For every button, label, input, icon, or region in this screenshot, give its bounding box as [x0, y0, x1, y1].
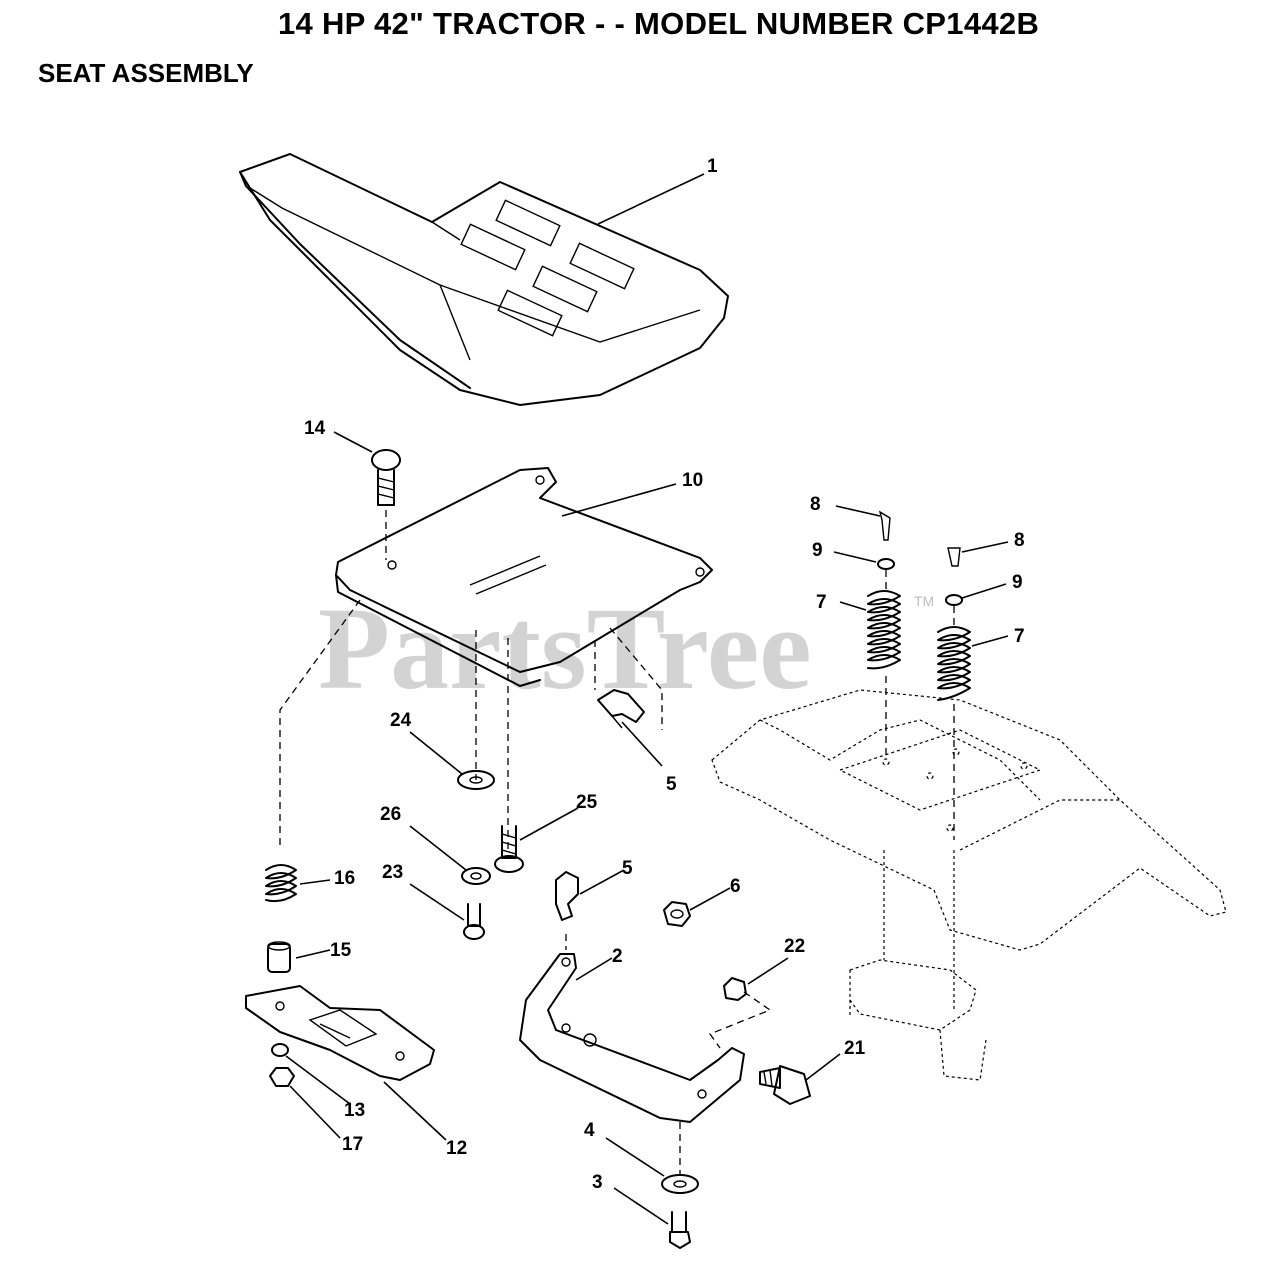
callout-16: 16: [334, 868, 355, 889]
pivot-screw-part[interactable]: [669, 1211, 691, 1249]
spring-washer-part-right[interactable]: [945, 594, 963, 606]
callout-9-left: 9: [812, 540, 823, 561]
callout-24: 24: [390, 710, 412, 731]
page-title: 14 HP 42" TRACTOR - - MODEL NUMBER CP144…: [278, 6, 1040, 41]
pivot-bolt-part[interactable]: [759, 1065, 811, 1105]
callout-7-left: 7: [816, 592, 827, 613]
callout-10: 10: [682, 470, 703, 491]
tractor-frame-reference: [711, 689, 1227, 1081]
lock-washer-part[interactable]: [461, 867, 491, 885]
callout-8-left: 8: [810, 494, 821, 515]
callout-7-right: 7: [1014, 626, 1025, 647]
spring-screw-part-right[interactable]: [947, 547, 961, 567]
callout-4: 4: [584, 1120, 595, 1141]
watermark-text: PartsTree: [318, 583, 812, 714]
callout-2: 2: [612, 946, 623, 967]
seat-spring-part-left[interactable]: [867, 590, 901, 670]
compression-spring-part[interactable]: [265, 864, 297, 903]
lock-nut-part[interactable]: [271, 1043, 289, 1057]
spacer-part[interactable]: [267, 941, 291, 973]
slide-plate-part[interactable]: [245, 985, 435, 1081]
callout-5-upper: 5: [666, 774, 677, 795]
spring-screw-part-left[interactable]: [878, 510, 891, 541]
callout-15: 15: [330, 940, 352, 961]
carriage-bolt-part[interactable]: [371, 449, 401, 506]
callout-25: 25: [576, 792, 598, 813]
callout-3: 3: [592, 1172, 603, 1193]
callout-1: 1: [707, 156, 718, 177]
flange-nut-part[interactable]: [269, 1067, 295, 1087]
callout-23: 23: [382, 862, 403, 883]
pivot-washer-part[interactable]: [661, 1174, 699, 1194]
section-title: SEAT ASSEMBLY: [38, 58, 254, 88]
spring-washer-part-left[interactable]: [877, 558, 895, 570]
callout-9-right: 9: [1012, 572, 1023, 593]
callout-26: 26: [380, 804, 401, 825]
shoulder-bolt-part[interactable]: [494, 825, 524, 873]
seat-part[interactable]: [239, 153, 729, 406]
pivot-bracket-part[interactable]: [519, 953, 745, 1123]
callout-17: 17: [342, 1134, 363, 1155]
flat-washer-part[interactable]: [457, 770, 495, 790]
callout-8-right: 8: [1014, 530, 1025, 551]
callout-21: 21: [844, 1038, 866, 1059]
callout-13: 13: [344, 1100, 365, 1121]
callout-12: 12: [446, 1138, 467, 1159]
watermark-trademark: TM: [914, 593, 934, 609]
callout-22: 22: [784, 936, 805, 957]
seat-clip-part-lower[interactable]: [555, 871, 579, 921]
callout-5-lower: 5: [622, 858, 633, 879]
seat-spring-part-right[interactable]: [937, 626, 971, 701]
hex-nut-part[interactable]: [663, 901, 691, 927]
pivot-nut-part[interactable]: [723, 977, 747, 1001]
hex-screw-part[interactable]: [463, 903, 485, 940]
callout-14: 14: [304, 418, 326, 439]
callout-6: 6: [730, 876, 741, 897]
seat-bracket-part[interactable]: [335, 467, 713, 687]
seat-clip-part-upper[interactable]: [597, 689, 645, 729]
